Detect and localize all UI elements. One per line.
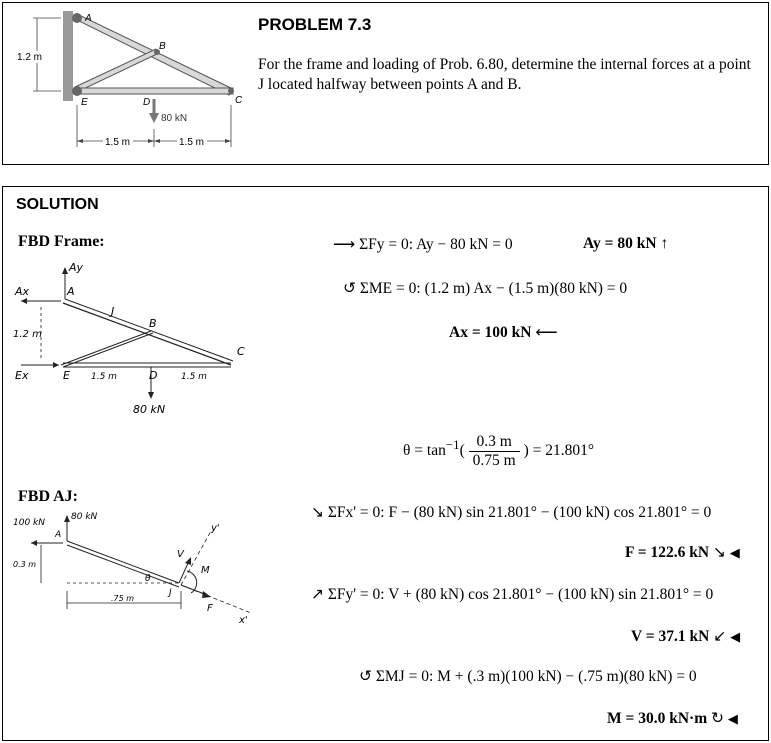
dim-height-label: 1.2 m: [17, 52, 42, 63]
aj-a: A: [54, 530, 61, 540]
problem-title: PROBLEM 7.3: [258, 15, 372, 34]
dim-left-label: 1.5 m: [105, 137, 130, 148]
pin-a: [72, 13, 82, 23]
aj-j: J: [167, 588, 172, 598]
sketch-c: C: [237, 345, 245, 358]
problem-text: For the frame and loading of Prob. 6.80,…: [258, 56, 751, 93]
arrow-right-icon: ⟶: [333, 236, 356, 253]
sketch-height: 1.2 m: [13, 329, 42, 340]
sketch-d: D: [149, 369, 157, 382]
label-c: C: [235, 95, 243, 106]
arrow-diag-icon: ↙: [713, 628, 727, 645]
frame-figure: A B C D E 1.2 m 80 kN 1.5 m 1.5 m: [15, 11, 243, 148]
ay-result: Ay = 80 kN ↑: [583, 235, 669, 252]
answer-marker-icon: ◀: [727, 711, 738, 726]
sketch-j: J: [109, 305, 114, 318]
eq-sum-fy-prime: ↗ ΣFy' = 0: V + (80 kN) cos 21.801° − (1…: [311, 586, 714, 603]
label-e: E: [81, 97, 88, 108]
pin-b: [154, 49, 160, 55]
aj-100kn: 100 kN: [13, 518, 45, 528]
dim-right-label: 1.5 m: [179, 137, 204, 148]
ax-result: Ax = 100 kN ⟵: [449, 324, 558, 341]
sketch-b: B: [149, 317, 157, 330]
aj-len-v: 0.3 m: [13, 560, 36, 569]
cw-moment-icon: ↻: [710, 710, 724, 727]
aj-f: F: [207, 603, 213, 614]
eq-sum-fx-prime: ↘ ΣFx' = 0: F − (80 kN) sin 21.801° − (1…: [311, 504, 712, 521]
answer-marker-icon: ◀: [730, 629, 741, 644]
sketch-load: 80 kN: [133, 403, 165, 416]
fbd-frame-heading: FBD Frame:: [18, 233, 105, 250]
aj-m: M: [201, 565, 210, 576]
sketch-e: E: [63, 369, 70, 382]
pin-e: [72, 86, 82, 96]
eq-sum-me: ↺ ΣME = 0: (1.2 m) Ax − (1.5 m)(80 kN) =…: [343, 280, 628, 297]
aj-v: V: [177, 549, 185, 560]
answer-marker-icon: ◀: [729, 545, 740, 560]
sketch-ax: Ax: [14, 285, 30, 298]
label-d: D: [143, 97, 150, 108]
problem-panel: A B C D E 1.2 m 80 kN 1.5 m 1.5 m PROBLE…: [2, 2, 769, 165]
aj-y-prime: y': [210, 523, 220, 534]
arrow-diag-down-icon: ↘: [712, 544, 726, 561]
sketch-ex: Ex: [15, 369, 29, 382]
arrow-up-icon: ↑: [660, 235, 669, 252]
eq-sum-mj: ↺ ΣMJ = 0: M + (.3 m)(100 kN) − (.75 m)(…: [359, 668, 697, 685]
member-ec: [74, 87, 234, 95]
v-result: V = 37.1 kN ↙ ◀: [631, 628, 741, 645]
fbd-aj-sketch: 100 kN 80 kN A J θ y' x' V M F 0.3 m .75…: [13, 512, 252, 626]
sketch-dist2: 1.5 m: [181, 372, 207, 382]
f-result: F = 122.6 kN ↘ ◀: [625, 544, 740, 561]
arrow-left-icon: ⟵: [535, 324, 558, 341]
label-a: A: [84, 13, 92, 24]
ccw-moment-icon: ↺: [359, 668, 372, 685]
member-eb: [74, 48, 160, 94]
ccw-moment-icon: ↺: [343, 280, 356, 297]
arrow-diag-down-icon: ↘: [311, 504, 324, 521]
fbd-frame-sketch: Ax Ay Ex A B C D E J 1.2 m 1.5 m 1.5 m 8…: [13, 261, 245, 416]
wall-support: [63, 11, 73, 101]
m-result: M = 30.0 kN·m ↻ ◀: [607, 710, 738, 727]
load-label: 80 kN: [161, 113, 187, 124]
solution-panel: SOLUTION FBD Frame: FBD AJ: Ax Ay Ex A B…: [2, 186, 769, 741]
aj-theta: θ: [145, 574, 151, 584]
sketch-a: A: [66, 285, 75, 298]
sketch-ay: Ay: [68, 261, 84, 274]
aj-x-prime: x': [238, 615, 248, 626]
arrow-diag-up-icon: ↗: [311, 586, 324, 603]
eq-sum-fy: ⟶ ΣFy = 0: Ay − 80 kN = 0: [333, 236, 513, 253]
sketch-dist1: 1.5 m: [91, 372, 117, 382]
aj-80kn: 80 kN: [71, 512, 98, 522]
label-b: B: [159, 41, 166, 52]
solution-title: SOLUTION: [16, 196, 99, 213]
eq-theta: θ = tan−1( 0.3 m 0.75 m ) = 21.801°: [403, 433, 595, 469]
aj-len-h: .75 m: [111, 594, 134, 603]
pin-c: [228, 88, 234, 94]
fbd-aj-heading: FBD AJ:: [18, 488, 78, 505]
